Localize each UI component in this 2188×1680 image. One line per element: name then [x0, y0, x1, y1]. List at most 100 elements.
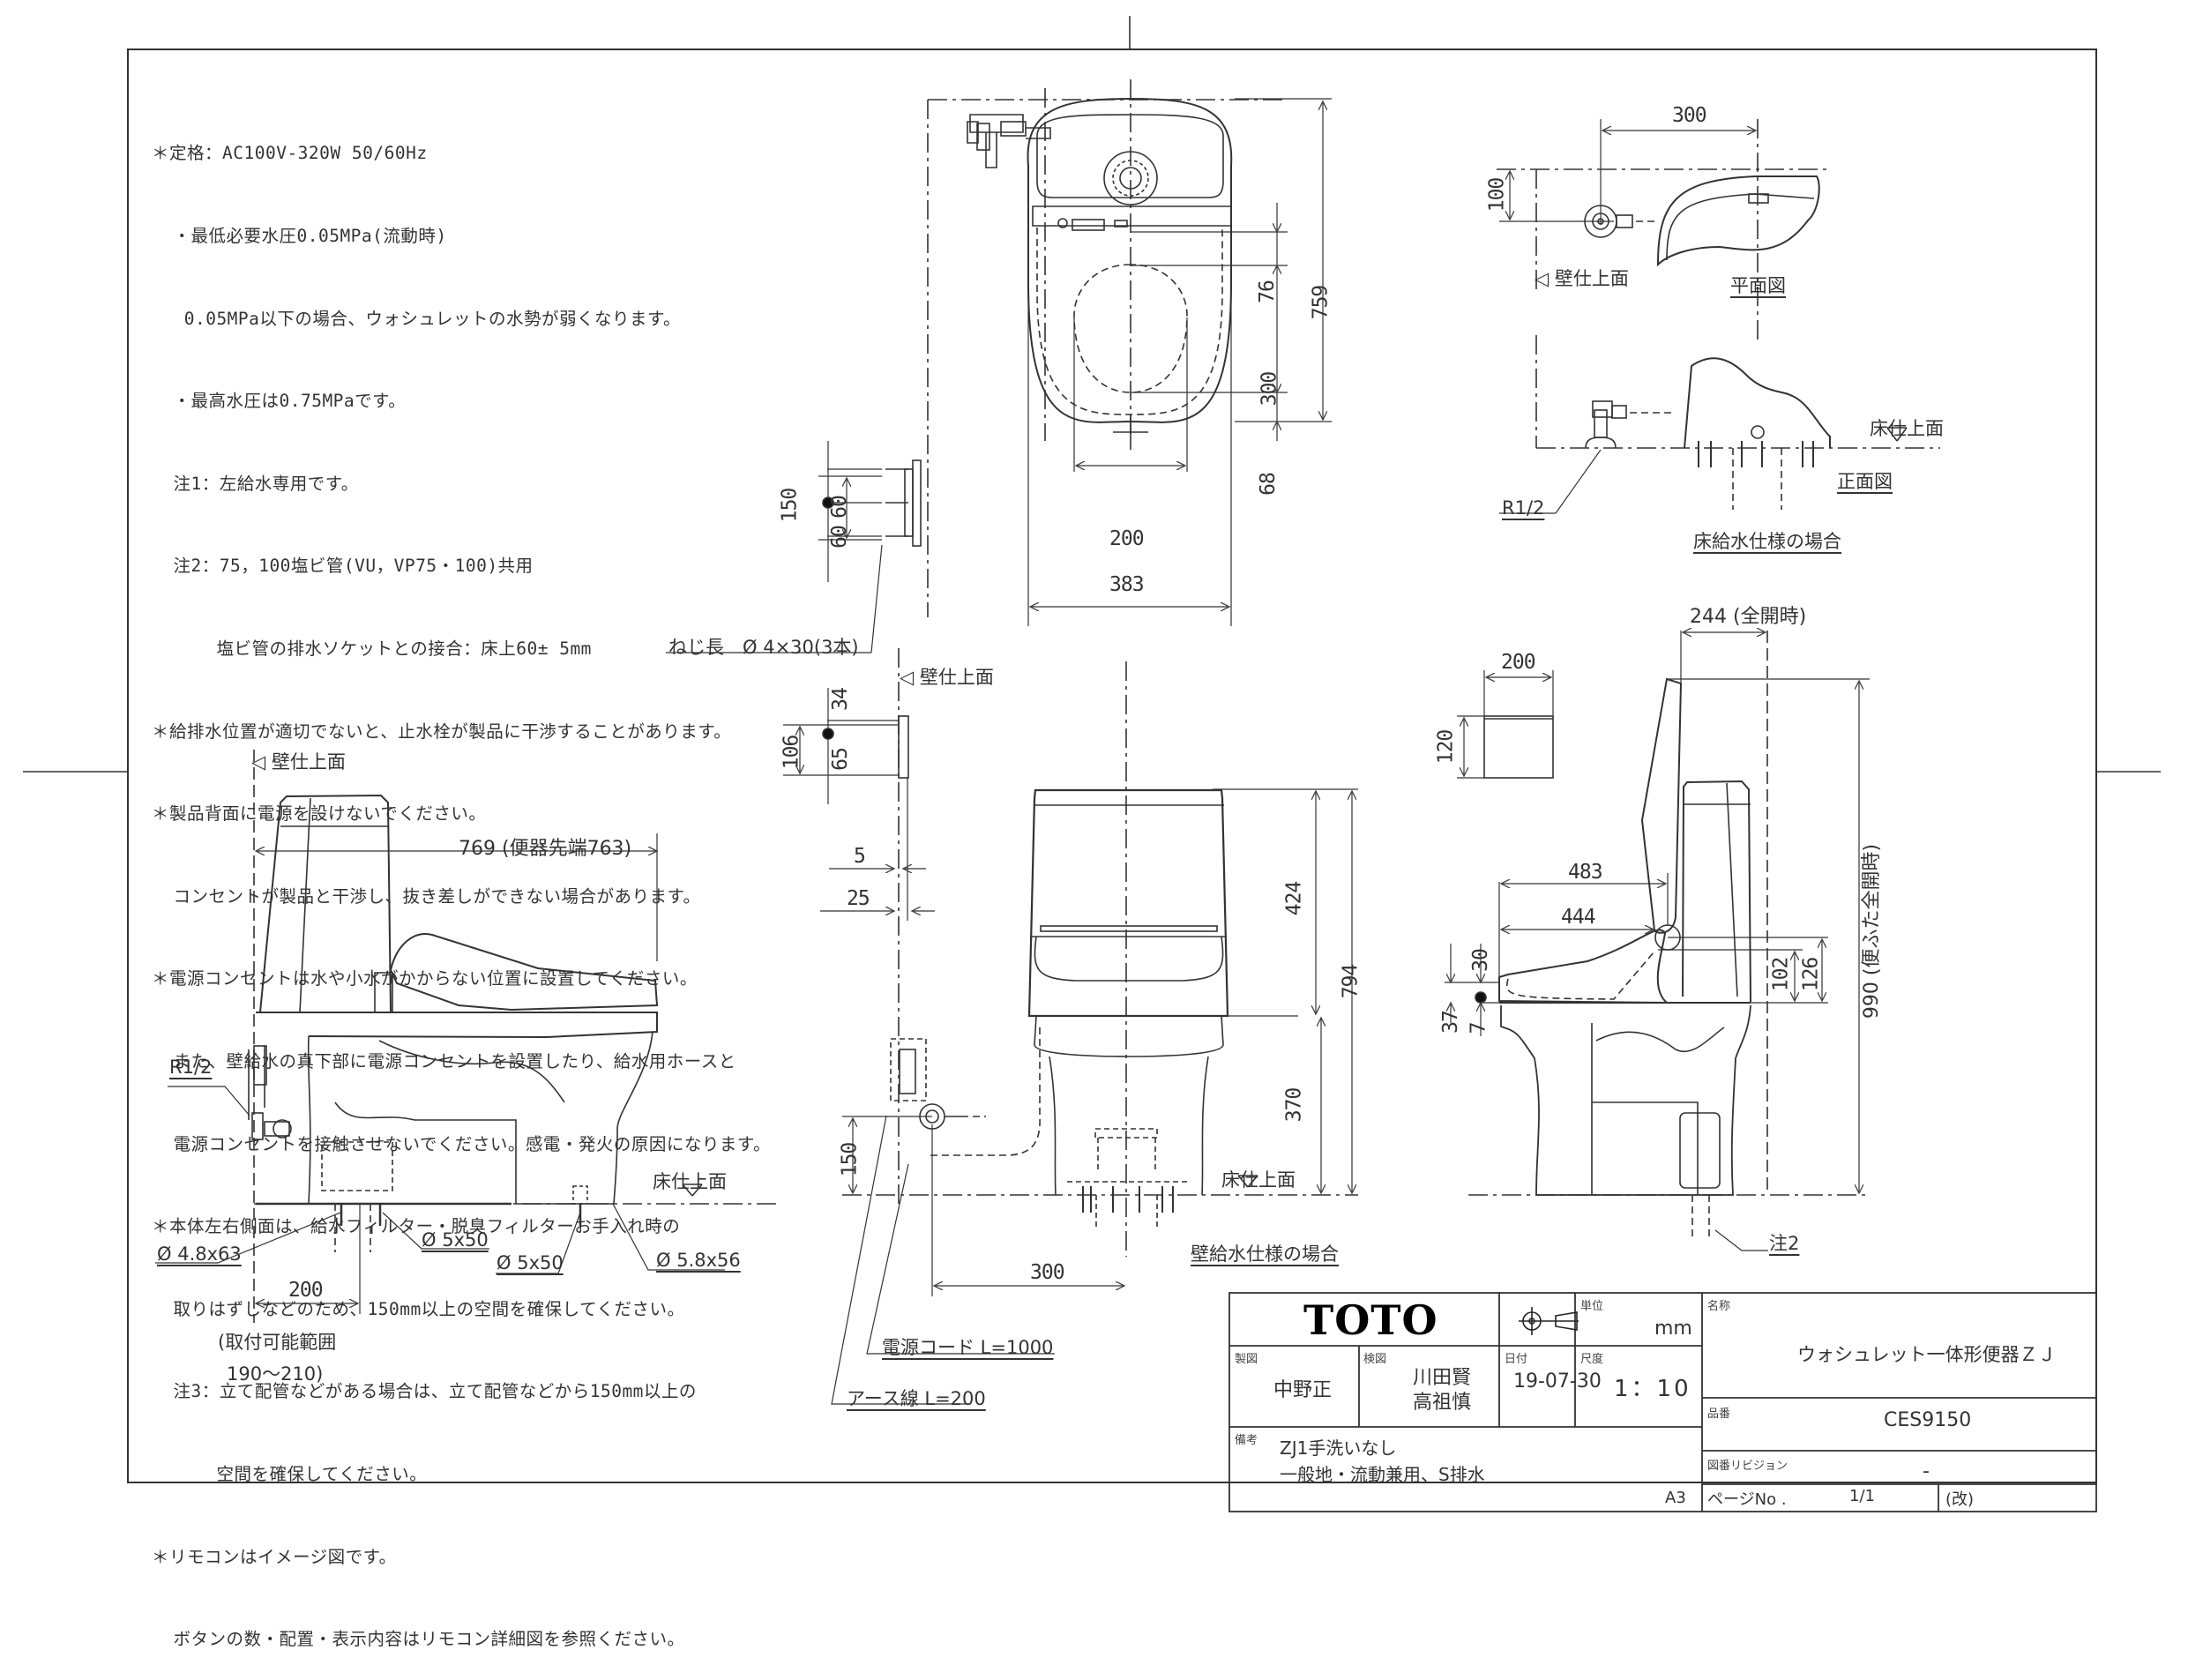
drafter-label: 製図	[1235, 1353, 1258, 1366]
side-view-toilet	[155, 750, 776, 1323]
dim-76: 76	[1255, 280, 1279, 303]
scale-label: 尺度	[1580, 1353, 1604, 1366]
unit-value: mm	[1654, 1318, 1692, 1340]
front-view-caption: 正面図	[1837, 471, 1893, 492]
note-line: ＊給排水位置が適切でないと、止水栓が製品に干渉することがあります。	[152, 721, 732, 742]
note-line: ・最高水圧は0.75MPaです。	[152, 391, 407, 412]
checker-name-1: 川田賢	[1413, 1367, 1472, 1389]
floor-finish-label: 床仕上面	[1870, 418, 1944, 439]
screw-5-8x56: Ø 5.8x56	[656, 1250, 741, 1271]
front-dim-150: 150	[838, 1142, 862, 1177]
front-floor-finish-label: 床仕上面	[1221, 1169, 1296, 1191]
product-name: ウォシュレット一体形便器ＺＪ	[1797, 1344, 2057, 1365]
dim-300: 300	[1258, 371, 1281, 407]
plan-view-remote-bracket	[666, 441, 922, 653]
power-cord-label: 電源コード L=1000	[882, 1337, 1054, 1358]
note-line: 取りはずしなどのため、150mm以上の空間を確保してください。	[152, 1298, 685, 1319]
note-line: また、壁給水の真下部に電源コンセントを設置したり、給水用ホースと	[152, 1050, 736, 1071]
dim-remote-60b: 60	[827, 526, 851, 549]
revision-label: 図番リビジョン	[1707, 1460, 1788, 1473]
dim-444: 444	[1561, 906, 1596, 929]
page-value: 1/1	[1849, 1487, 1875, 1505]
remote-dim-200: 200	[1501, 651, 1536, 674]
dim-37: 37	[1438, 1011, 1462, 1034]
dim-794: 794	[1339, 964, 1363, 999]
dim-102: 102	[1769, 957, 1793, 992]
note-line: ・最低必要水圧0.05MPa(流動時)	[152, 226, 447, 246]
note-line: 空間を確保してください。	[152, 1463, 428, 1484]
plan-view-toilet	[927, 79, 1332, 626]
note2-label: 注2	[1769, 1233, 1800, 1254]
drafter-name: 中野正	[1273, 1379, 1333, 1401]
unit-label: 単位	[1580, 1300, 1604, 1313]
dim-759: 759	[1309, 285, 1333, 320]
note-line: 注1：左給水専用です。	[152, 473, 359, 494]
side-wall-finish-label: ◁ 壁仕上面	[251, 751, 346, 773]
part-number: CES9150	[1884, 1409, 1972, 1431]
revision-mark: (改)	[1945, 1490, 1975, 1509]
dim-remote-60a: 60	[827, 496, 851, 519]
front-dim-300: 300	[1030, 1261, 1065, 1284]
wall-supply-caption: 壁給水仕様の場合	[1191, 1243, 1339, 1265]
note-line: 注2：75，100塩ビ管(VU，VP75・100)共用	[152, 556, 534, 577]
dim-126: 126	[1799, 957, 1823, 992]
dim-106: 106	[780, 735, 803, 770]
wall-marker-icon: ◁	[251, 751, 272, 773]
scale-value: 1：10	[1614, 1376, 1691, 1402]
remarks-line-2: 一般地・流動兼用、S排水	[1280, 1464, 1485, 1485]
r12-label: R1/2	[1502, 497, 1545, 519]
date-value: 19-07-30	[1513, 1370, 1602, 1393]
dim-424: 424	[1282, 881, 1306, 916]
dim-483: 483	[1568, 861, 1603, 884]
plan-view-caption: 平面図	[1730, 275, 1786, 296]
floor-supply-plan-view	[1497, 119, 1830, 344]
remarks-label: 備考	[1235, 1434, 1258, 1447]
dim-769: 769 (便器先端763)	[459, 838, 632, 860]
screw-5x50-b: Ø 5x50	[497, 1252, 564, 1273]
technical-drawing-linework	[23, 16, 2161, 1512]
note-line: ボタンの数・配置・表示内容はリモコン詳細図を参照ください。	[152, 1629, 685, 1650]
title-block-grid	[1228, 1292, 2097, 1512]
dim-25: 25	[847, 887, 870, 910]
side-view-lid-open	[1445, 631, 1870, 1251]
remarks-line-1: ZJ1手洗いなし	[1280, 1437, 1397, 1459]
date-label: 日付	[1505, 1353, 1528, 1366]
floor-supply-caption: 床給水仕様の場合	[1693, 531, 1841, 552]
toto-logo: TOTO	[1303, 1296, 1438, 1344]
side-r12-label: R1/2	[169, 1057, 213, 1078]
front-wall-finish-label: ◁ 壁仕上面	[900, 667, 994, 688]
floor-supply-dim-100: 100	[1485, 177, 1509, 213]
revision-value: -	[1923, 1460, 1930, 1482]
front-view-toilet	[783, 648, 1358, 1405]
dim-244: 244 (全開時)	[1690, 606, 1807, 628]
dim-65: 65	[828, 748, 852, 771]
projection-symbol-icon	[1519, 1307, 1579, 1335]
earth-wire-label: アース線 L=200	[847, 1388, 986, 1409]
note-line: 塩ビ管の排水ソケットとの接合：床上60± 5mm	[152, 638, 592, 659]
dim-34: 34	[828, 688, 852, 711]
sheet-border	[127, 49, 2097, 1483]
dim-200: 200	[1109, 527, 1145, 550]
wall-finish-label: ◁ 壁仕上面	[1535, 268, 1629, 289]
wall-marker-icon: ◁	[1535, 268, 1555, 289]
dim-990: 990 (便ふた全開時)	[1861, 843, 1883, 1019]
screw-4-8x63: Ø 4.8x63	[157, 1243, 242, 1265]
note-line: 電源コンセントを接触させないでください。感電・発火の原因になります。	[152, 1133, 771, 1154]
mount-range-line2: 190〜210)	[227, 1363, 324, 1385]
checker-label: 検図	[1363, 1353, 1387, 1366]
note-line: ＊リモコンはイメージ図です。	[152, 1546, 397, 1567]
installation-notes: ＊定格：AC100V-320W 50/60Hz ・最低必要水圧0.05MPa(流…	[152, 85, 771, 1680]
note-line: コンセントが製品と干渉し、抜き差しができない場合があります。	[152, 885, 701, 907]
note-line: ＊本体左右側面は、給水フィルター・脱臭フィルターお手入れ時の	[152, 1216, 681, 1237]
note-line: ＊定格：AC100V-320W 50/60Hz	[152, 143, 428, 164]
part-number-label: 品番	[1707, 1407, 1731, 1421]
page-label: ページNo .	[1707, 1490, 1787, 1509]
mount-range-line1: (取付可能範囲	[218, 1332, 337, 1353]
floor-supply-front-view	[1499, 335, 1940, 514]
dim-370: 370	[1282, 1087, 1306, 1123]
side-floor-finish-label: 床仕上面	[653, 1171, 727, 1192]
name-label: 名称	[1707, 1300, 1731, 1313]
paper-size: A3	[1665, 1489, 1686, 1507]
note-line: ＊電源コンセントは水や小水がかからない位置に設置してください。	[152, 968, 698, 989]
wall-marker-icon: ◁	[900, 667, 920, 688]
